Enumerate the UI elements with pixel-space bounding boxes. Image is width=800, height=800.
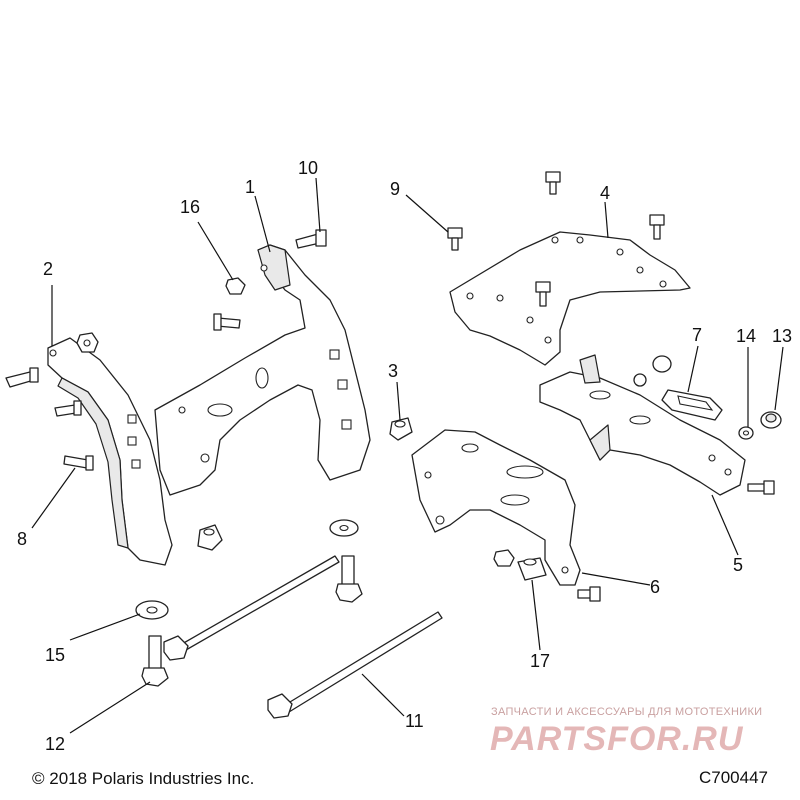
watermark-tagline: ЗАПЧАСТИ И АКСЕССУАРЫ ДЛЯ МОТОТЕХНИКИ [491, 706, 763, 718]
callout-1: 1 [245, 177, 256, 197]
callout-4: 4 [600, 183, 611, 203]
part-1-bracket [154, 244, 371, 496]
callout-17: 17 [530, 651, 551, 671]
callout-6: 6 [650, 577, 661, 597]
callout-8: 8 [17, 529, 28, 549]
bolt-near-part-11 [329, 519, 363, 603]
part-15-washer [135, 600, 169, 620]
part-6-bracket [411, 429, 601, 602]
part-11-long-bolt [267, 611, 443, 719]
part-17-spacer [517, 557, 547, 581]
hardware-near-part-4 [447, 171, 665, 307]
drawing-number: C700447 [699, 768, 769, 787]
leader-lines [31, 177, 784, 734]
callout-7: 7 [692, 325, 703, 345]
grommets-near-part-7 [633, 355, 672, 387]
callout-5: 5 [733, 555, 744, 575]
part-5-bracket [539, 354, 746, 496]
callout-14: 14 [736, 326, 757, 346]
hardware-near-part-2 [5, 332, 99, 471]
callout-3: 3 [388, 361, 399, 381]
callout-13: 13 [772, 326, 793, 346]
part-7-clip [661, 389, 723, 421]
nut-near-part-6 [493, 549, 515, 567]
part-2-bracket [47, 337, 173, 566]
part-3-spacer [389, 417, 413, 441]
part-12-bolt [141, 635, 169, 687]
part-14-washer [738, 426, 754, 440]
long-bolt-upper [163, 555, 340, 661]
callout-10: 10 [298, 158, 319, 178]
callout-16: 16 [180, 197, 201, 217]
callout-11: 11 [405, 711, 424, 731]
watermark-logo: PARTSFOR.RU [490, 720, 744, 758]
callout-15: 15 [45, 645, 66, 665]
callout-9: 9 [390, 179, 401, 199]
callout-12: 12 [45, 734, 66, 754]
copyright-notice: © 2018 Polaris Industries Inc. [32, 769, 255, 788]
bolt-near-part-5 [747, 480, 775, 495]
part-13-grommet [760, 411, 782, 429]
hardware-near-part-1 [197, 229, 327, 551]
callout-2: 2 [43, 259, 54, 279]
part-4-plate [449, 231, 691, 366]
